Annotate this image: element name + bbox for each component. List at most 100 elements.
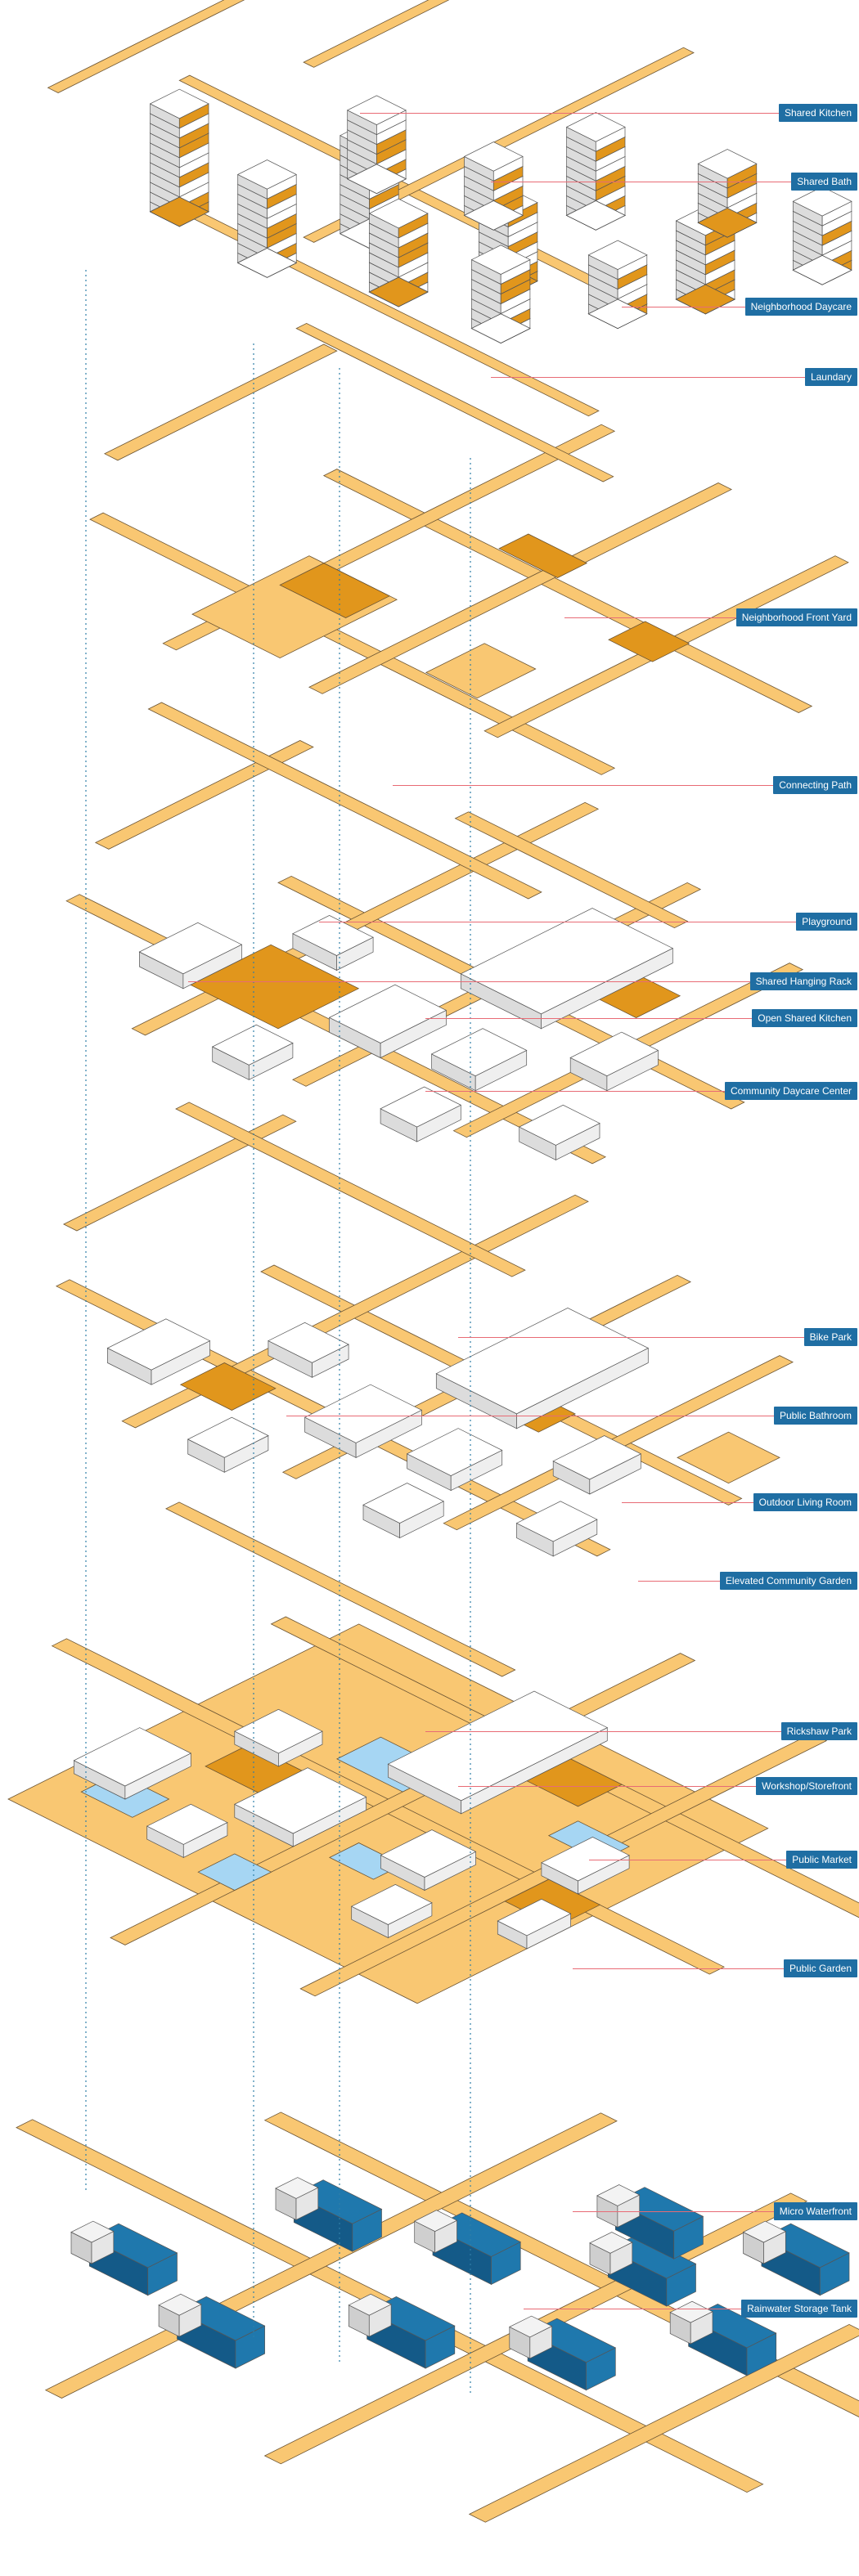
pump-house-4-top: [413, 2210, 458, 2232]
label-neighborhood-front-yard: Neighborhood Front Yard: [735, 608, 857, 626]
market-stall-1-top: [234, 1708, 323, 1754]
label-playground: Playground: [796, 913, 857, 931]
layer-shared-facilities: [65, 740, 804, 1277]
market-stall-6-top: [541, 1837, 630, 1882]
leader-line: [458, 1786, 757, 1787]
tower-0-floor-10-top: [149, 196, 209, 227]
elevated-block-0-top: [106, 1318, 211, 1371]
leader-line: [360, 113, 779, 114]
tower-8-level-5-top: [587, 240, 648, 270]
leader-line: [573, 1968, 784, 1969]
label-public-garden: Public Garden: [783, 1959, 857, 1977]
leader-line: [564, 617, 736, 618]
shared-block-2-top: [328, 984, 447, 1043]
yard-plaza-accent-south: [498, 533, 588, 578]
shared-path-6: [175, 1102, 526, 1277]
yard-plaza-accent-east: [608, 621, 690, 662]
label-public-bathroom: Public Bathroom: [773, 1407, 857, 1425]
pump-house-0-top: [70, 2220, 115, 2243]
label-bike-park: Bike Park: [803, 1328, 857, 1346]
label-micro-waterfront: Micro Waterfront: [773, 2202, 857, 2220]
pump-house-9-top: [742, 2220, 787, 2243]
tower-3-level-7-top: [368, 198, 429, 229]
tower-9-floor-8-top: [565, 200, 626, 231]
market-stall-2-top: [234, 1767, 367, 1834]
shared-block-3-top: [460, 908, 674, 1015]
tower-5-level-6-top: [346, 95, 407, 125]
housing-path-2: [303, 0, 450, 68]
market-stall-3-top: [387, 1690, 609, 1802]
housing-path-5: [47, 0, 245, 93]
shared-block-4-top: [211, 1024, 294, 1066]
label-rainwater-storage-tank: Rainwater Storage Tank: [741, 2300, 857, 2318]
pump-house-8-top: [596, 2184, 641, 2206]
pump-house-2-top: [348, 2293, 392, 2316]
tower-1-floor-8-top: [236, 248, 297, 278]
elevated-path-5: [63, 1114, 297, 1232]
market-stall-4-top: [146, 1803, 228, 1845]
yard-path-6: [147, 702, 542, 900]
leader-line: [425, 1731, 781, 1732]
market-garden-4: [197, 1853, 272, 1891]
leader-line: [638, 1581, 720, 1582]
tower-7-floor-6-top: [470, 313, 531, 343]
leader-line: [622, 1502, 753, 1503]
tower-7-level-6-top: [470, 245, 531, 275]
tower-10-floor-7-top: [675, 284, 735, 315]
tower-9-level-8-top: [565, 112, 626, 142]
layer-water-infrastructure: [16, 2112, 859, 2523]
leader-line: [425, 1091, 725, 1092]
leader-line: [458, 1337, 804, 1338]
leader-line: [573, 2211, 774, 2212]
yard-path-3: [308, 482, 732, 694]
yard-path-1: [322, 469, 813, 713]
vertical-alignment-lines: [85, 270, 471, 2396]
pump-house-6-top: [589, 2232, 633, 2254]
elevated-block-4-top: [187, 1416, 269, 1458]
market-stall-0-top: [73, 1727, 192, 1787]
elevated-block-7-top: [362, 1483, 444, 1524]
label-outdoor-living-room: Outdoor Living Room: [753, 1493, 857, 1511]
yard-path-5: [104, 343, 338, 461]
label-shared-hanging-rack: Shared Hanging Rack: [749, 972, 857, 990]
tower-6-level-5-top: [463, 141, 524, 172]
pump-house-5-top: [509, 2315, 553, 2338]
tower-5-floor-6-top: [346, 164, 407, 194]
playground-pad: [190, 944, 360, 1030]
pump-house-7-top: [669, 2300, 713, 2323]
shared-block-8-top: [518, 1104, 600, 1146]
yard-path-0: [89, 512, 616, 775]
bike-park-pad: [179, 1362, 277, 1411]
label-rickshaw-park: Rickshaw Park: [780, 1722, 857, 1740]
layer-neighborhood-front-yard: [89, 343, 849, 929]
yard-plaza-accent: [279, 563, 390, 618]
tower-6-floor-5-top: [463, 200, 524, 231]
elevated-block-1-top: [268, 1322, 349, 1363]
pump-house-1-top: [158, 2293, 202, 2316]
label-elevated-community-garden: Elevated Community Garden: [719, 1572, 857, 1590]
shared-path-5: [94, 740, 314, 850]
leader-line: [425, 1018, 753, 1019]
label-laundary: Laundary: [804, 368, 857, 386]
leader-line: [491, 377, 805, 378]
leader-line: [393, 785, 774, 786]
shared-block-0-top: [138, 922, 243, 975]
tower-0-level-10-top: [149, 88, 209, 119]
pump-house-3-top: [275, 2177, 319, 2199]
market-stall-7-top: [350, 1884, 433, 1925]
yard-path-7: [454, 811, 689, 929]
layer-housing-clusters: [47, 0, 852, 482]
elevated-garden-pad: [677, 1431, 780, 1484]
shared-block-1-top: [292, 915, 374, 956]
layer-public-market: [7, 1616, 859, 2004]
yard-plaza-east: [425, 643, 537, 699]
tower-1-level-8-top: [236, 159, 297, 190]
tower-3-floor-7-top: [368, 276, 429, 307]
label-open-shared-kitchen: Open Shared Kitchen: [752, 1009, 857, 1027]
tower-11-level-5-top: [697, 149, 758, 179]
tower-12-level-6-top: [792, 186, 852, 217]
elevated-block-5-top: [406, 1428, 503, 1476]
shared-block-6-top: [569, 1031, 659, 1077]
label-connecting-path: Connecting Path: [773, 776, 857, 794]
